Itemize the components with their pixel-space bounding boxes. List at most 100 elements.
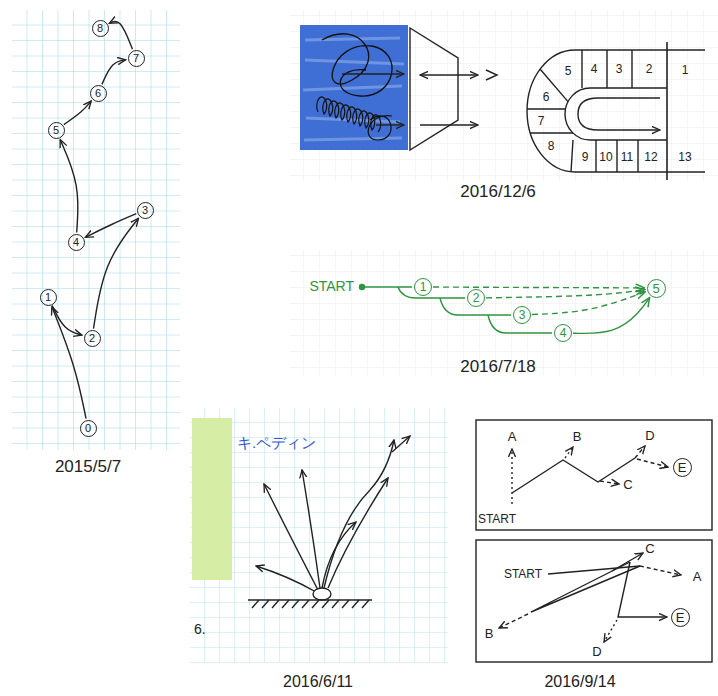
band-cell: 12 — [642, 150, 660, 164]
connector-arrow — [573, 298, 650, 334]
connector-arrow — [60, 140, 78, 233]
branch-lines — [360, 285, 553, 334]
circled-number: 4 — [554, 324, 572, 342]
band-cell: 9 — [580, 150, 591, 164]
point-label: D — [592, 645, 601, 659]
circled-number: 0 — [80, 420, 97, 437]
node-text: 3 — [616, 63, 623, 75]
connector-arrow — [532, 292, 645, 315]
point-label: B — [573, 430, 582, 444]
node-text: 5 — [53, 125, 59, 136]
band-cell: 2 — [644, 62, 655, 76]
circled-number: 2 — [84, 330, 101, 347]
circled-number: E — [671, 608, 690, 627]
point-label: C — [623, 478, 632, 492]
circled-number: 3 — [137, 202, 154, 219]
point-label: A — [693, 570, 702, 584]
circled-number: E — [673, 458, 692, 477]
sticky-note — [192, 418, 232, 580]
band-cell: 5 — [563, 64, 574, 78]
node-text: 4 — [73, 237, 79, 248]
connector-arrow — [93, 218, 138, 328]
circled-number: 2 — [467, 289, 485, 307]
node-text: 2 — [89, 333, 95, 344]
connector-arrow — [486, 290, 645, 298]
date-label: 2016/6/11 — [283, 673, 353, 691]
band-cell: 8 — [546, 139, 557, 153]
band-cell: 11 — [619, 150, 636, 164]
grid-paper — [290, 10, 718, 180]
node-text: 6 — [543, 91, 550, 103]
node-text: 3 — [519, 309, 526, 321]
band-cell: 7 — [536, 114, 547, 128]
point-label: C — [645, 542, 654, 556]
connector-arrow — [85, 214, 136, 238]
grid-paper — [190, 408, 448, 663]
node-text: 4 — [591, 63, 598, 75]
node-text: 1 — [682, 64, 689, 76]
u-band — [527, 42, 705, 180]
plant-sketch — [248, 436, 410, 608]
node-text: E — [676, 611, 685, 624]
node-text: 11 — [621, 151, 633, 163]
node-text: 0 — [85, 423, 91, 434]
circled-number: 7 — [128, 50, 145, 67]
node-text: 8 — [548, 140, 555, 152]
start-label: START — [478, 513, 516, 526]
blue-scribble — [300, 25, 408, 150]
connector-arrow — [64, 101, 91, 125]
circled-number: 1 — [40, 289, 57, 306]
point-label: D — [645, 429, 654, 443]
point-label: B — [485, 627, 494, 641]
circled-number: 5 — [48, 122, 65, 139]
page-number: 6. — [194, 622, 206, 637]
band-cell: 1 — [680, 63, 691, 77]
circled-number: 8 — [92, 20, 109, 37]
connector-arrow — [52, 307, 86, 419]
band-cell: 10 — [597, 150, 615, 164]
connector-arrow — [102, 60, 126, 85]
node-text: 9 — [582, 151, 589, 163]
date-label: 2016/9/14 — [544, 673, 615, 691]
date-label: 2016/12/6 — [460, 183, 536, 202]
band-cell: 4 — [589, 62, 600, 76]
route-sketch — [476, 420, 712, 662]
node-text: 7 — [133, 53, 139, 64]
node-text: 4 — [560, 327, 567, 339]
circled-number: 5 — [647, 279, 666, 298]
node-text: 2 — [646, 63, 653, 75]
start-label: START — [309, 279, 354, 294]
node-text: 13 — [678, 151, 691, 163]
node-text: 1 — [45, 292, 51, 303]
date-label: 2015/5/7 — [55, 458, 121, 477]
node-text: 10 — [599, 151, 612, 163]
circled-number: 3 — [513, 306, 531, 324]
node-text: 2 — [473, 292, 480, 304]
node-text: 5 — [565, 65, 572, 77]
connector-arrow — [109, 21, 132, 49]
lens-sketch — [342, 28, 497, 150]
point-label: A — [508, 430, 517, 444]
circled-number: 4 — [68, 234, 85, 251]
band-cell: 6 — [541, 90, 552, 104]
node-text: 5 — [652, 282, 659, 295]
date-label: 2016/7/18 — [460, 358, 536, 377]
connector-arrow — [52, 306, 82, 336]
connector-arrow — [433, 286, 645, 288]
band-cell: 13 — [676, 150, 694, 164]
node-text: 1 — [420, 281, 427, 293]
grid-paper — [290, 250, 718, 375]
node-text: 3 — [142, 205, 148, 216]
note-text: キ.ペディン — [237, 435, 316, 452]
node-text: 7 — [538, 115, 545, 127]
node-text: 12 — [644, 151, 657, 163]
node-text: 8 — [97, 23, 103, 34]
start-label: START — [504, 568, 542, 581]
node-text: 6 — [95, 88, 101, 99]
circled-number: 1 — [414, 278, 432, 296]
grid-paper — [12, 10, 180, 450]
circled-number: 6 — [90, 85, 107, 102]
